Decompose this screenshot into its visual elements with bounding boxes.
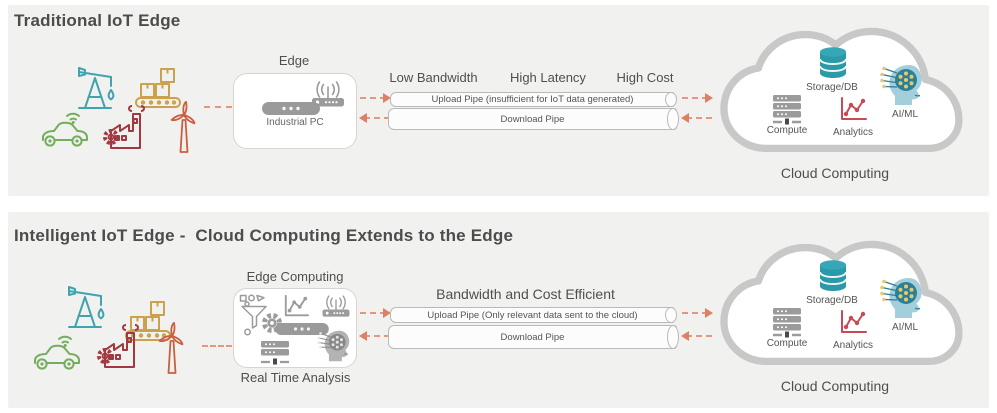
server-icon	[261, 341, 289, 365]
real-time-analysis-label: Real Time Analysis	[240, 370, 351, 385]
low-bandwidth-label: Low Bandwidth	[389, 70, 478, 85]
data-funnel-icon	[239, 294, 267, 336]
oil-pump-icon	[68, 286, 105, 328]
compute-label: Compute	[766, 338, 808, 349]
compute-label: Compute	[766, 125, 808, 136]
wind-turbine-icon	[170, 101, 196, 153]
download-arrow-right	[681, 113, 712, 123]
compute-server-icon	[773, 95, 801, 125]
upload-arrow-right	[682, 308, 713, 318]
high-cost-label: High Cost	[616, 70, 674, 85]
ai-ml-head-icon	[880, 278, 922, 318]
oil-pump-icon	[78, 67, 115, 109]
devices-to-edge-connector	[202, 345, 232, 347]
cloud-shape	[720, 27, 963, 153]
edge-computing-label: Edge Computing	[246, 269, 344, 284]
ai-head-icon	[317, 330, 350, 362]
panel-intelligent-iot-edge: Intelligent IoT Edge - Cloud Computing E…	[8, 212, 989, 408]
cloud-group: Storage/DB Compute Analytics	[712, 21, 974, 163]
download-pipe: Download Pipe	[388, 325, 679, 349]
compute-server-icon	[773, 308, 801, 338]
storage-db-label: Storage/DB	[806, 82, 858, 93]
edge-computing-box	[233, 288, 357, 368]
download-pipe-label: Download Pipe	[500, 331, 565, 343]
edge-box: Industrial PC	[233, 73, 357, 149]
high-latency-label: High Latency	[510, 70, 586, 85]
connected-car-icon	[42, 112, 88, 147]
panel-title: Traditional IoT Edge	[14, 11, 181, 30]
upload-pipe: Upload Pipe (Only relevant data sent to …	[390, 307, 677, 323]
panel-traditional-iot-edge: Traditional IoT Edge	[8, 5, 989, 196]
factory-icon	[97, 324, 139, 368]
wind-turbine-icon	[158, 322, 184, 374]
devices-to-edge-connector	[204, 106, 232, 108]
upload-arrow-left	[360, 93, 391, 103]
analytics-label: Analytics	[832, 340, 873, 351]
upload-arrow-left	[360, 308, 391, 318]
wifi-router-icon	[312, 81, 344, 107]
upload-arrow-right	[682, 93, 713, 103]
upload-pipe-label: Upload Pipe (Only relevant data sent to …	[427, 309, 638, 321]
analytics-label: Analytics	[832, 127, 873, 138]
factory-icon	[103, 105, 145, 149]
cloud-computing-label: Cloud Computing	[780, 165, 890, 181]
upload-pipe-label: Upload Pipe (insufficient for IoT data g…	[431, 94, 634, 105]
gear-icon	[262, 313, 282, 333]
database-icon	[819, 260, 847, 291]
connected-car-icon	[34, 335, 80, 370]
wifi-router-icon	[322, 295, 350, 317]
bandwidth-cost-efficient-label: Bandwidth and Cost Efficient	[436, 286, 615, 302]
database-icon	[819, 47, 847, 78]
cloud-computing-label: Cloud Computing	[780, 378, 890, 394]
download-arrow-left	[359, 113, 390, 123]
panel-title: Intelligent IoT Edge - Cloud Computing E…	[14, 226, 514, 245]
ai-ml-label: AI/ML	[891, 109, 919, 120]
industrial-pc-icon	[275, 323, 329, 335]
analytics-chart-icon	[841, 310, 867, 333]
analytics-chart-icon	[841, 97, 867, 120]
upload-pipe: Upload Pipe (insufficient for IoT data g…	[390, 92, 677, 107]
industrial-pc-icon	[262, 102, 320, 115]
ai-ml-label: AI/ML	[891, 322, 919, 333]
storage-db-label: Storage/DB	[806, 295, 858, 306]
cloud-group: Storage/DB Compute Analytics	[712, 234, 974, 376]
edge-label: Edge	[278, 53, 310, 68]
analytics-chart-icon	[284, 294, 309, 317]
download-pipe: Download Pipe	[388, 108, 679, 130]
industrial-pc-label: Industrial PC	[266, 117, 324, 128]
download-arrow-left	[359, 331, 390, 341]
ai-ml-head-icon	[880, 65, 922, 105]
download-pipe-label: Download Pipe	[500, 113, 565, 125]
cloud-shape	[720, 240, 963, 366]
conveyor-belt-icon	[135, 68, 181, 108]
download-arrow-right	[681, 331, 712, 341]
